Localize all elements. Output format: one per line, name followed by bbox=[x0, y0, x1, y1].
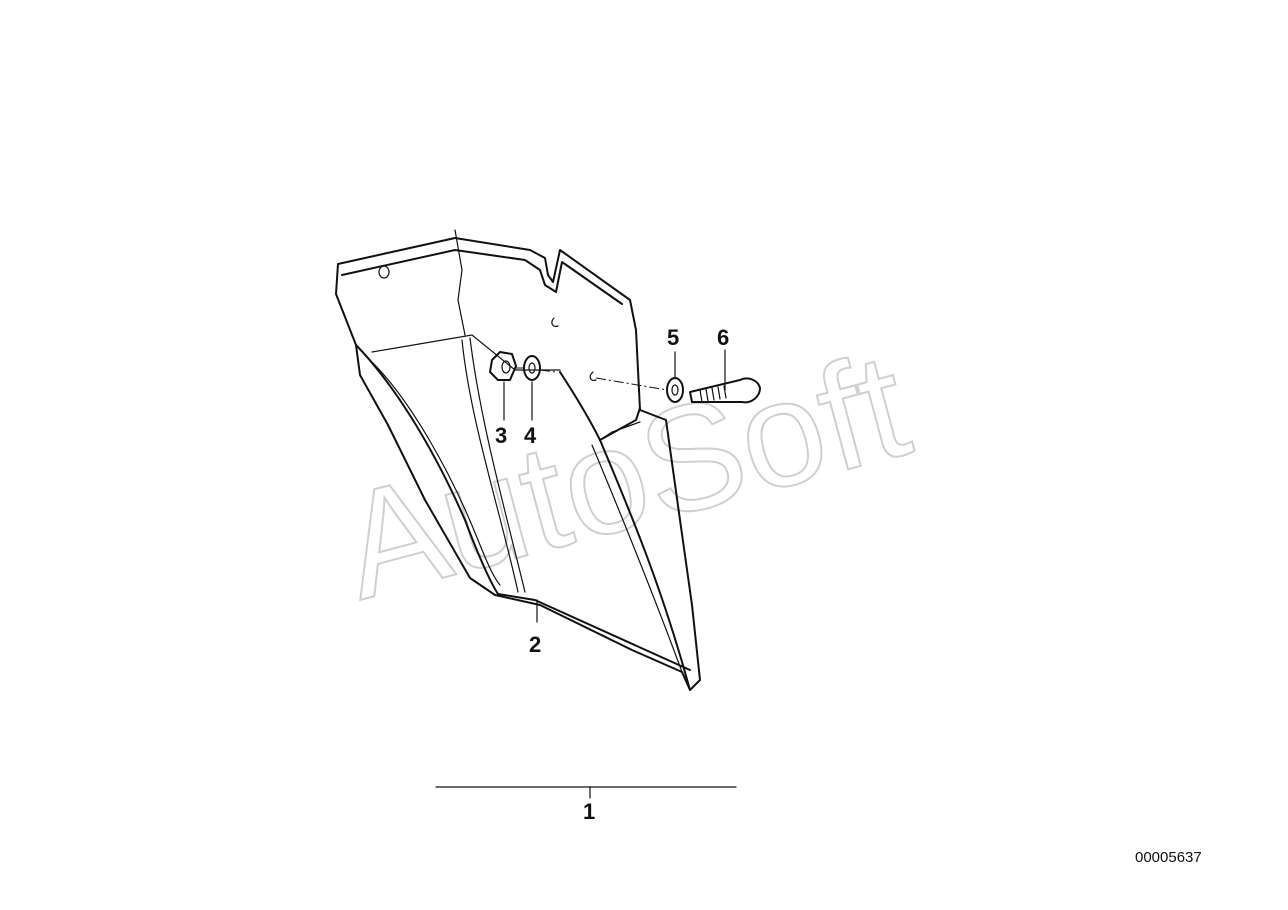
assembly-axis-left bbox=[516, 367, 557, 373]
washer-icon bbox=[523, 355, 541, 381]
screw-washer-hole bbox=[671, 384, 679, 396]
hex-nut-icon bbox=[489, 351, 517, 381]
assembly-bracket bbox=[435, 786, 737, 799]
assembly-axis-right bbox=[595, 377, 668, 391]
panel-hole-mid bbox=[551, 317, 559, 327]
trim-panel-outline bbox=[335, 237, 701, 691]
screw-icon bbox=[689, 377, 761, 404]
panel-hole-right bbox=[589, 371, 597, 381]
upper-notch bbox=[454, 229, 466, 336]
callout-6: 6 bbox=[717, 325, 729, 350]
leader-lines bbox=[503, 349, 726, 623]
left-curve-inner bbox=[371, 361, 501, 586]
front-flange-lower bbox=[599, 439, 691, 691]
vertical-crease bbox=[461, 339, 519, 593]
document-id: 00005637 bbox=[1135, 849, 1202, 866]
callout-4: 4 bbox=[524, 423, 537, 448]
top-flange-edge bbox=[341, 249, 623, 305]
callout-5: 5 bbox=[667, 325, 679, 350]
washer-part bbox=[523, 355, 541, 381]
callout-3: 3 bbox=[495, 423, 507, 448]
screw-thread bbox=[699, 385, 727, 403]
flange-inner-edge bbox=[371, 334, 561, 371]
callout-2: 2 bbox=[529, 632, 541, 657]
watermark: AutoSoft bbox=[324, 319, 925, 632]
hex-nut-part bbox=[489, 351, 517, 381]
left-curve-edge bbox=[355, 344, 499, 595]
trim-panel-part bbox=[335, 229, 701, 691]
front-flange-inner bbox=[591, 444, 683, 673]
callout-1: 1 bbox=[583, 799, 595, 824]
washer-hole bbox=[528, 362, 536, 374]
flange-crease bbox=[599, 421, 641, 441]
screw-part bbox=[689, 377, 761, 404]
bottom-edge bbox=[497, 593, 691, 671]
panel-hole-left bbox=[378, 265, 390, 279]
hex-nut-hole bbox=[501, 360, 511, 374]
vertical-crease-2 bbox=[469, 337, 526, 593]
watermark-text: AutoSoft bbox=[325, 320, 924, 631]
